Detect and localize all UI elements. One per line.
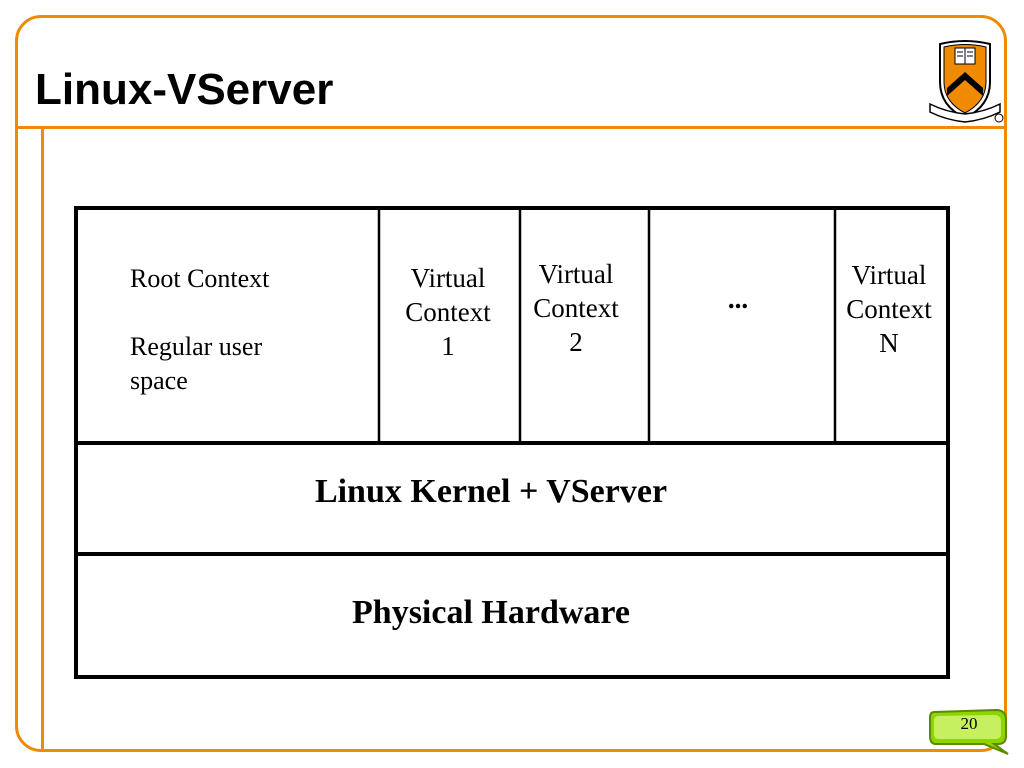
virtual-context-2-line2: Context (533, 293, 619, 323)
virtual-context-n-number: N (879, 328, 899, 358)
page-number: 20 (960, 714, 978, 733)
virtual-context-2-line1: Virtual (538, 259, 614, 289)
title-divider (15, 126, 1007, 129)
page-number-bubble (929, 708, 1009, 755)
slide-title: Linux-VServer (35, 65, 334, 114)
virtual-context-n-line1: Virtual (851, 260, 927, 290)
virtual-context-n-cell: Virtual Context N (834, 258, 944, 360)
regular-user-label: Regular user (130, 332, 263, 361)
ellipsis-context-cell: ... (700, 282, 776, 316)
root-context-label: Root Context (130, 264, 270, 293)
virtual-context-1-line2: Context (405, 297, 491, 327)
vserver-architecture-diagram (74, 206, 950, 679)
slide-frame (15, 15, 1007, 752)
virtual-context-1-line1: Virtual (410, 263, 486, 293)
ellipsis-label: ... (727, 284, 749, 314)
princeton-shield-icon (929, 40, 1004, 123)
root-context-cell: Root Context Regular user space (130, 262, 370, 398)
virtual-context-1-number: 1 (441, 331, 455, 361)
space-label: space (130, 366, 188, 395)
virtual-context-2-cell: Virtual Context 2 (520, 257, 632, 359)
virtual-context-1-cell: Virtual Context 1 (385, 261, 511, 363)
left-accent-bar (41, 126, 44, 752)
virtual-context-2-number: 2 (569, 327, 583, 357)
kernel-layer-label: Linux Kernel + VServer (314, 473, 668, 510)
virtual-context-n-line2: Context (846, 294, 932, 324)
hardware-layer-label: Physical Hardware (352, 594, 630, 631)
